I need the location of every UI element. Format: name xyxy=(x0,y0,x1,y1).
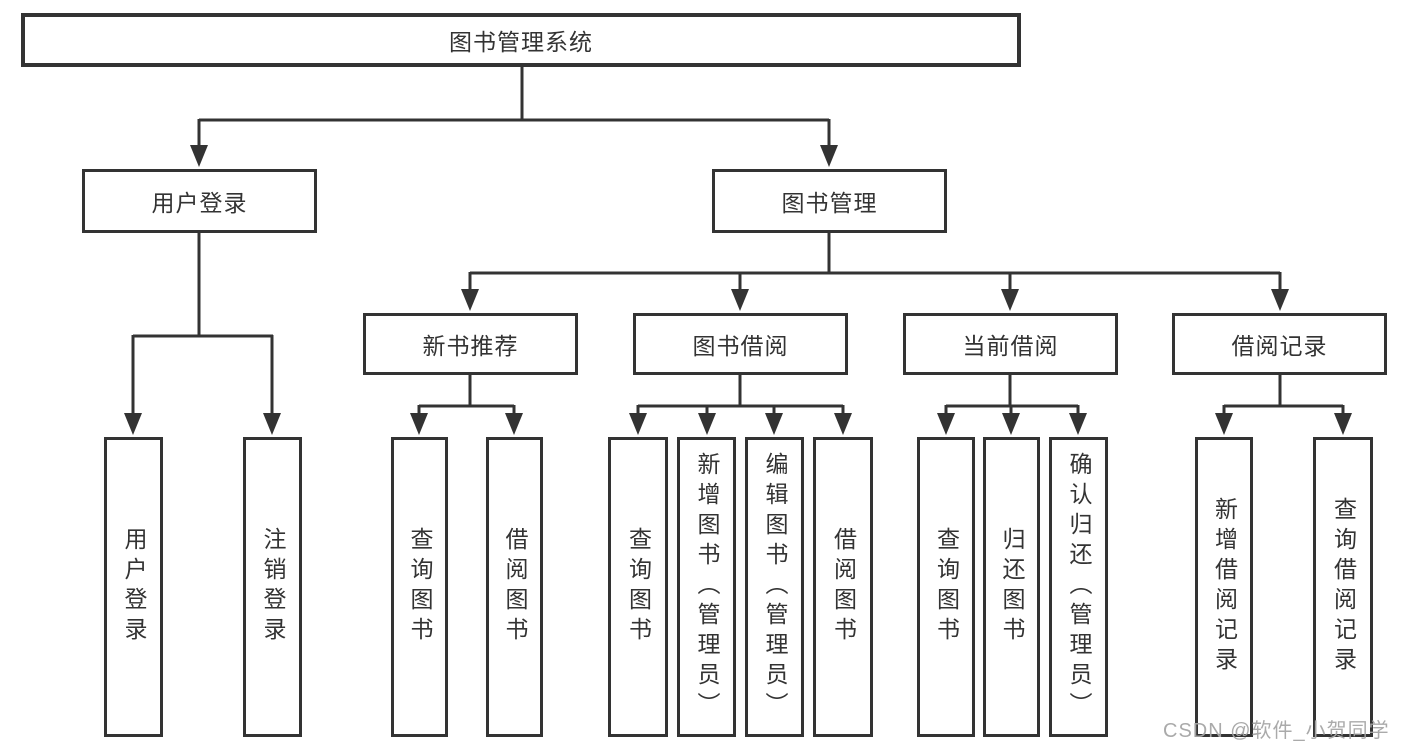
leaf-label: 编辑图书（管理员） xyxy=(762,452,788,722)
leaf-label: 查询图书 xyxy=(625,527,652,647)
leaf-borrow-books: 借阅图书 xyxy=(813,437,873,737)
leaf-return-books: 归还图书 xyxy=(983,437,1040,737)
csdn-watermark: CSDN @软件_小贺同学 xyxy=(1163,720,1390,742)
leaf-query-books: 查询图书 xyxy=(917,437,975,737)
leaf-query-books: 查询图书 xyxy=(391,437,448,737)
leaf-label: 确认归还（管理员） xyxy=(1066,452,1092,722)
leaf-user-login: 用户登录 xyxy=(104,437,163,737)
leaf-label: 用户登录 xyxy=(121,527,147,647)
leaf-label: 查询图书 xyxy=(933,527,960,647)
leaf-label: 查询图书 xyxy=(407,527,433,647)
node-book-management: 图书管理 xyxy=(712,169,947,233)
leaf-label: 借阅图书 xyxy=(830,527,857,647)
leaf-logout: 注销登录 xyxy=(243,437,302,737)
leaf-label: 查询借阅记录 xyxy=(1330,497,1357,677)
leaf-query-borrow-record: 查询借阅记录 xyxy=(1313,437,1373,737)
node-user-login: 用户登录 xyxy=(82,169,317,233)
node-current-borrow: 当前借阅 xyxy=(903,313,1118,375)
leaf-label: 新增借阅记录 xyxy=(1211,497,1238,677)
leaf-label: 注销登录 xyxy=(260,527,286,647)
leaf-borrow-books: 借阅图书 xyxy=(486,437,543,737)
leaf-confirm-return-admin: 确认归还（管理员） xyxy=(1049,437,1108,737)
leaf-add-books-admin: 新增图书（管理员） xyxy=(677,437,736,737)
leaf-label: 借阅图书 xyxy=(502,527,528,647)
leaf-add-borrow-record: 新增借阅记录 xyxy=(1195,437,1253,737)
leaf-edit-books-admin: 编辑图书（管理员） xyxy=(745,437,804,737)
node-system-root: 图书管理系统 xyxy=(21,13,1021,67)
node-new-book-recommend: 新书推荐 xyxy=(363,313,578,375)
leaf-label: 新增图书（管理员） xyxy=(694,452,720,722)
node-borrow-records: 借阅记录 xyxy=(1172,313,1387,375)
node-book-borrow: 图书借阅 xyxy=(633,313,848,375)
leaf-label: 归还图书 xyxy=(999,527,1025,647)
leaf-query-books: 查询图书 xyxy=(608,437,668,737)
